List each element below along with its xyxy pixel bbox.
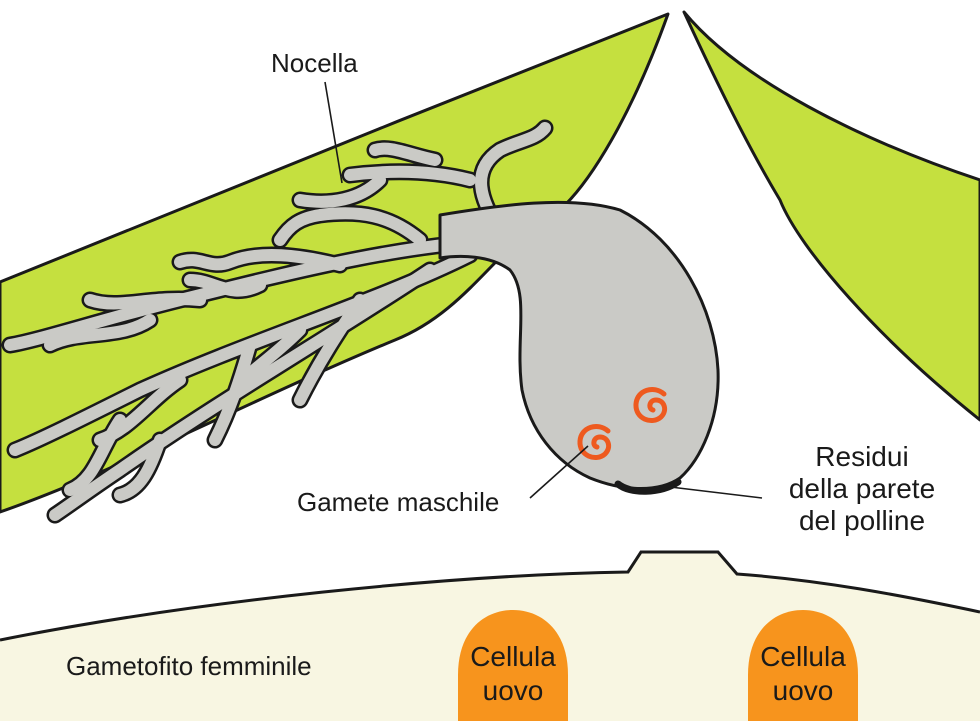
gamete-maschile-label: Gamete maschile: [297, 487, 499, 517]
residui-label-line2: della parete: [789, 473, 935, 504]
cellula-uovo-1-line1: Cellula: [470, 641, 556, 672]
cellula-uovo-2-line2: uovo: [773, 675, 834, 706]
nucellus-right: [684, 12, 980, 420]
residui-leader-line: [662, 486, 762, 498]
residui-label-line3: del polline: [799, 505, 925, 536]
cellula-uovo-2-line1: Cellula: [760, 641, 846, 672]
residui-label-line1: Residui: [815, 441, 908, 472]
nocella-label: Nocella: [271, 48, 358, 78]
cellula-uovo-1-line2: uovo: [483, 675, 544, 706]
gametofito-label: Gametofito femminile: [66, 651, 312, 681]
